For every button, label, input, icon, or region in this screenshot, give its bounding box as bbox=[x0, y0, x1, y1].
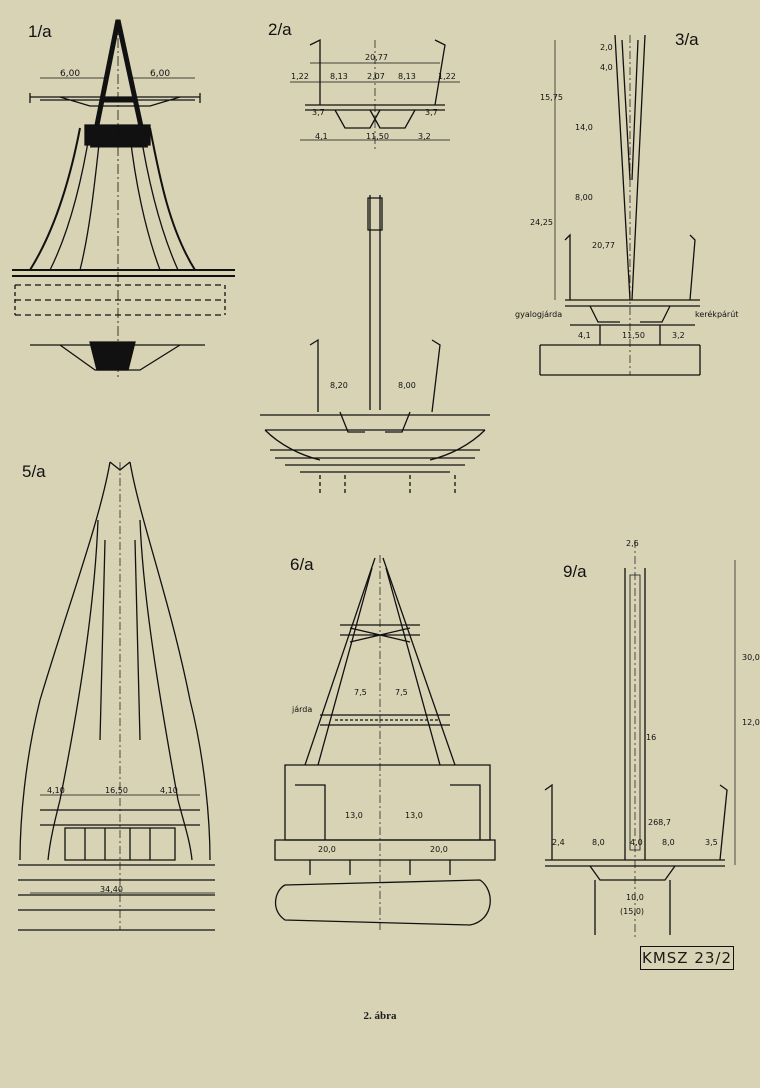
dim-6a-5: 20,0 bbox=[430, 845, 448, 854]
panel-label-1a: 1/a bbox=[28, 22, 52, 41]
note-6a-walkway: járda bbox=[291, 705, 312, 714]
dim-5a-0: 4,10 bbox=[47, 786, 65, 795]
pylon-drawing-6a bbox=[274, 555, 496, 930]
dim-2a-3: 2,07 bbox=[367, 72, 385, 81]
dim-2a-2: 8,13 bbox=[330, 72, 348, 81]
dim-5a-3: 34,40 bbox=[100, 885, 123, 894]
dim-9a-1: 30,00 bbox=[742, 653, 760, 662]
pylon-drawing-3a bbox=[539, 34, 701, 376]
dim-3a-8: 11,50 bbox=[622, 331, 645, 340]
dim-6a-0: 7,5 bbox=[354, 688, 367, 697]
dim-2a-10: 3,2 bbox=[418, 132, 431, 141]
panel-label-6a: 6/a bbox=[290, 555, 314, 574]
panel-label-2a: 2/a bbox=[268, 20, 292, 39]
dim-6a-1: 7,5 bbox=[395, 688, 408, 697]
dim-5a-2: 4,10 bbox=[160, 786, 178, 795]
dim-2a-lower-left: 8,20 bbox=[330, 381, 348, 390]
deck-section-2a bbox=[300, 38, 450, 150]
dim-3a-9: 3,2 bbox=[672, 331, 685, 340]
dim-3a-5: 24,25 bbox=[530, 218, 553, 227]
dim-3a-7: 4,1 bbox=[578, 331, 591, 340]
note-3a-walkway: gyalogjárda bbox=[515, 310, 562, 319]
pylon-drawing-5a bbox=[18, 461, 215, 931]
dim-2a-6: 3,7 bbox=[312, 108, 325, 117]
dim-9a-3: 16 bbox=[646, 733, 656, 742]
dim-2a-0: 20,77 bbox=[365, 53, 388, 62]
pylon-drawing-1a bbox=[12, 19, 235, 380]
dim-2a-5: 1,22 bbox=[438, 72, 456, 81]
dim-9a-5: 8,0 bbox=[592, 838, 605, 847]
dim-9a-4: 2,4 bbox=[552, 838, 565, 847]
dim-6a-4: 20,0 bbox=[318, 845, 336, 854]
dim-3a-2: 15,75 bbox=[540, 93, 563, 102]
dim-2a-7: 3,7 bbox=[425, 108, 438, 117]
dim-5a-1: 16,50 bbox=[105, 786, 128, 795]
dim-2a-1: 1,22 bbox=[291, 72, 309, 81]
dim-9a-11: (15,0) bbox=[620, 907, 644, 916]
dim-3a-3: 14,0 bbox=[575, 123, 593, 132]
dim-2a-4: 8,13 bbox=[398, 72, 416, 81]
dim-9a-2: 12,0 bbox=[742, 718, 760, 727]
figure-caption: 2. ábra bbox=[363, 1010, 397, 1022]
dim-3a-4: 8,00 bbox=[575, 193, 593, 202]
panel-label-9a: 9/a bbox=[563, 562, 587, 581]
dim-2a-8: 4,1 bbox=[315, 132, 328, 141]
dim-2a-lower-right: 8,00 bbox=[398, 381, 416, 390]
note-3a-cycleway: kerékpárút bbox=[695, 309, 738, 319]
dim-3a-1: 4,0 bbox=[600, 63, 613, 72]
pylon-drawing-9a bbox=[544, 540, 736, 940]
pylon-section-2a-lower bbox=[260, 195, 490, 495]
dim-9a-6: 4,0 bbox=[630, 838, 643, 847]
dim-9a-7: 8,0 bbox=[662, 838, 675, 847]
dim-3a-0: 2,0 bbox=[600, 43, 613, 52]
dim-6a-3: 13,0 bbox=[405, 811, 423, 820]
panel-label-3a: 3/a bbox=[675, 30, 699, 49]
dim-1a-left: 6,00 bbox=[60, 69, 80, 79]
dim-9a-8: 3,5 bbox=[705, 838, 718, 847]
dim-9a-0: 2,6 bbox=[626, 539, 639, 548]
panel-label-5a: 5/a bbox=[22, 462, 46, 481]
dim-2a-9: 11,50 bbox=[366, 132, 389, 141]
dim-9a-9: 268,7 bbox=[648, 818, 671, 827]
drawing-stamp: KMSZ 23/2 bbox=[640, 946, 734, 970]
dim-1a-right: 6,00 bbox=[150, 69, 170, 79]
dim-9a-10: 10,0 bbox=[626, 893, 644, 902]
dim-3a-6: 20,77 bbox=[592, 241, 615, 250]
dim-6a-2: 13,0 bbox=[345, 811, 363, 820]
